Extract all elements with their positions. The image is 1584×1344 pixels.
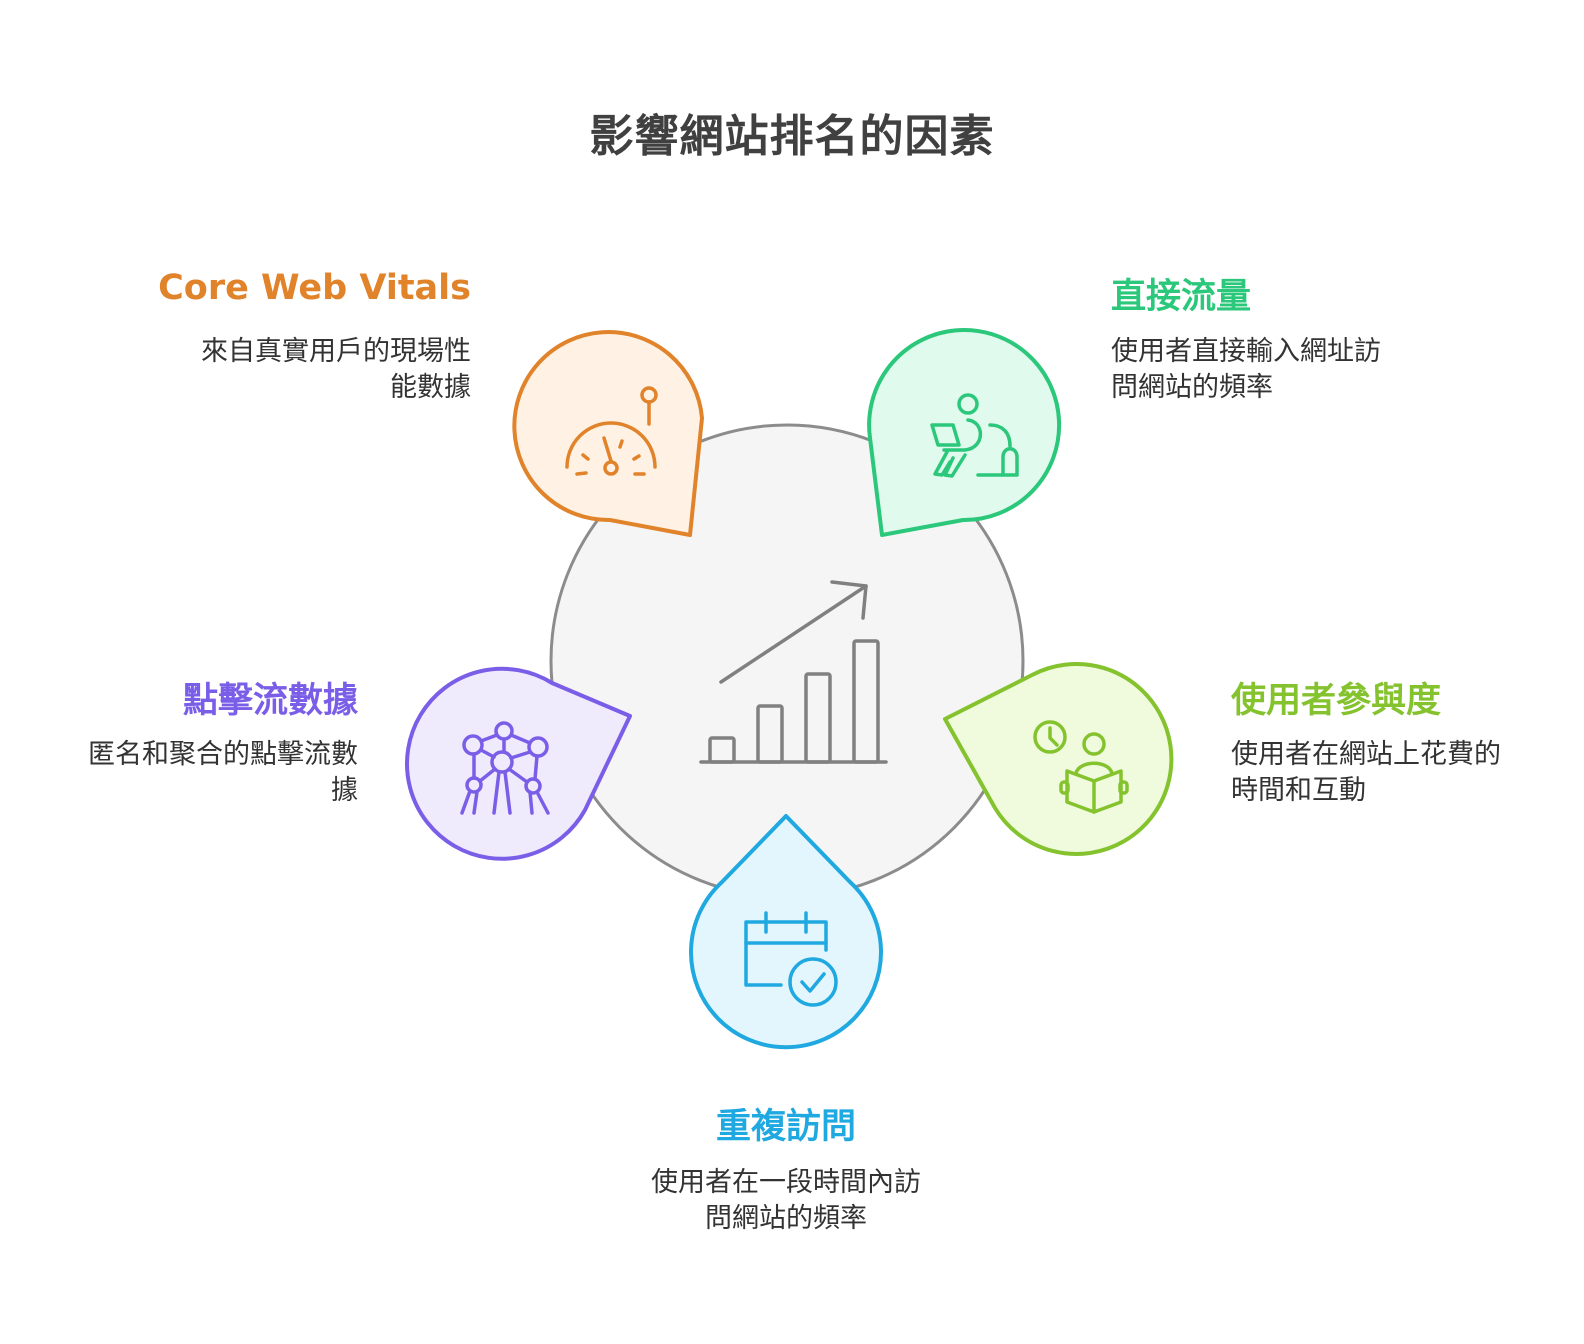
factor-title-user-engagement: 使用者參與度 xyxy=(1231,681,1442,721)
speedometer-icon xyxy=(565,386,658,476)
person-at-laptop-icon xyxy=(930,393,1019,478)
desc-line: 時間和互動 xyxy=(1231,775,1366,806)
desc-line: 來自真實用戶的現場性 xyxy=(201,336,471,367)
desc-line: 據 xyxy=(331,775,358,806)
desc-line: 問網站的頻率 xyxy=(705,1203,867,1234)
page-title: 影響網站排名的因素 xyxy=(589,111,995,162)
desc-line: 匿名和聚合的點擊流數 xyxy=(88,739,358,770)
direct-traffic-node xyxy=(867,328,1062,537)
clickstream-data-node xyxy=(405,666,632,861)
factor-title-core-web-vitals: Core Web Vitals xyxy=(158,268,471,308)
factor-desc-direct-traffic: 使用者直接輸入網址訪 問網站的頻率 xyxy=(1111,334,1381,406)
factor-desc-clickstream-data: 匿名和聚合的點擊流數 據 xyxy=(88,737,358,809)
factor-title-clickstream-data: 點擊流數據 xyxy=(182,681,358,721)
user-engagement-node xyxy=(943,662,1174,856)
factor-title-direct-traffic: 直接流量 xyxy=(1111,277,1252,317)
factor-title-repeat-visits: 重複訪問 xyxy=(715,1107,856,1147)
desc-line: 能數據 xyxy=(390,372,471,403)
reader-clock-icon xyxy=(1033,720,1129,814)
repeat-visits-node xyxy=(689,814,883,1050)
factor-desc-core-web-vitals: 來自真實用戶的現場性 能數據 xyxy=(201,334,471,406)
desc-line: 問網站的頻率 xyxy=(1111,372,1273,403)
growth-chart-icon xyxy=(699,580,888,764)
desc-line: 使用者直接輸入網址訪 xyxy=(1111,336,1381,367)
atomium-network-icon xyxy=(460,721,550,815)
desc-line: 使用者在網站上花費的 xyxy=(1231,739,1501,770)
factor-desc-repeat-visits: 使用者在一段時間內訪 問網站的頻率 xyxy=(586,1165,986,1237)
desc-line: 使用者在一段時間內訪 xyxy=(651,1167,921,1198)
calendar-check-icon xyxy=(744,911,838,1007)
factor-desc-user-engagement: 使用者在網站上花費的 時間和互動 xyxy=(1231,737,1501,809)
core-web-vitals-node xyxy=(512,330,704,537)
